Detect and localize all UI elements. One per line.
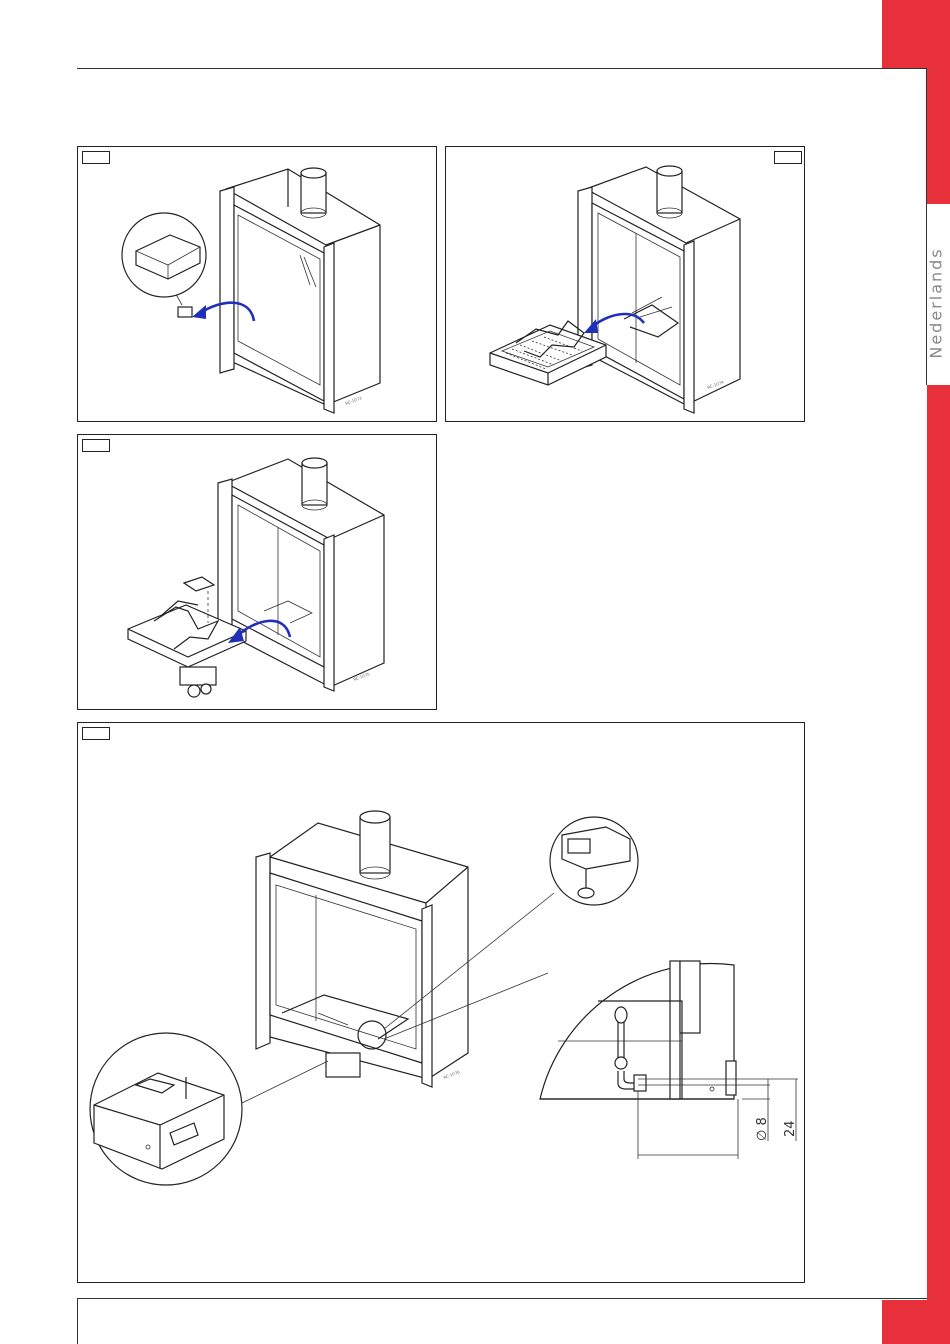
fireplace-illustration-4: RC-1076	[78, 723, 806, 1284]
panel-2: RC-1074	[445, 146, 805, 422]
fireplace-illustration-1: RC-1073	[78, 147, 438, 423]
fireplace-illustration-3: RC-1075	[78, 435, 438, 711]
page-edge-tab-top	[882, 0, 950, 68]
header-rule	[77, 68, 927, 69]
dimension-diameter: ∅ 8	[755, 1117, 770, 1141]
svg-text:RC-1076: RC-1076	[443, 1069, 461, 1080]
panel-4: RC-1076	[77, 722, 805, 1283]
language-label-text: Nederlands	[927, 247, 946, 358]
panel-3: RC-1075	[77, 434, 437, 710]
language-label: Nederlands	[921, 228, 950, 378]
panel-1: RC-1073	[77, 146, 437, 422]
footer-rule	[77, 1298, 927, 1299]
fireplace-illustration-2: RC-1074	[446, 147, 806, 423]
footer-rule-left	[77, 1298, 78, 1344]
page-edge-tab-bottom	[882, 1300, 950, 1344]
dimension-height: 24	[783, 1120, 798, 1137]
page-edge-tab-lower	[927, 385, 950, 1300]
page-edge-tab-upper	[927, 68, 950, 204]
